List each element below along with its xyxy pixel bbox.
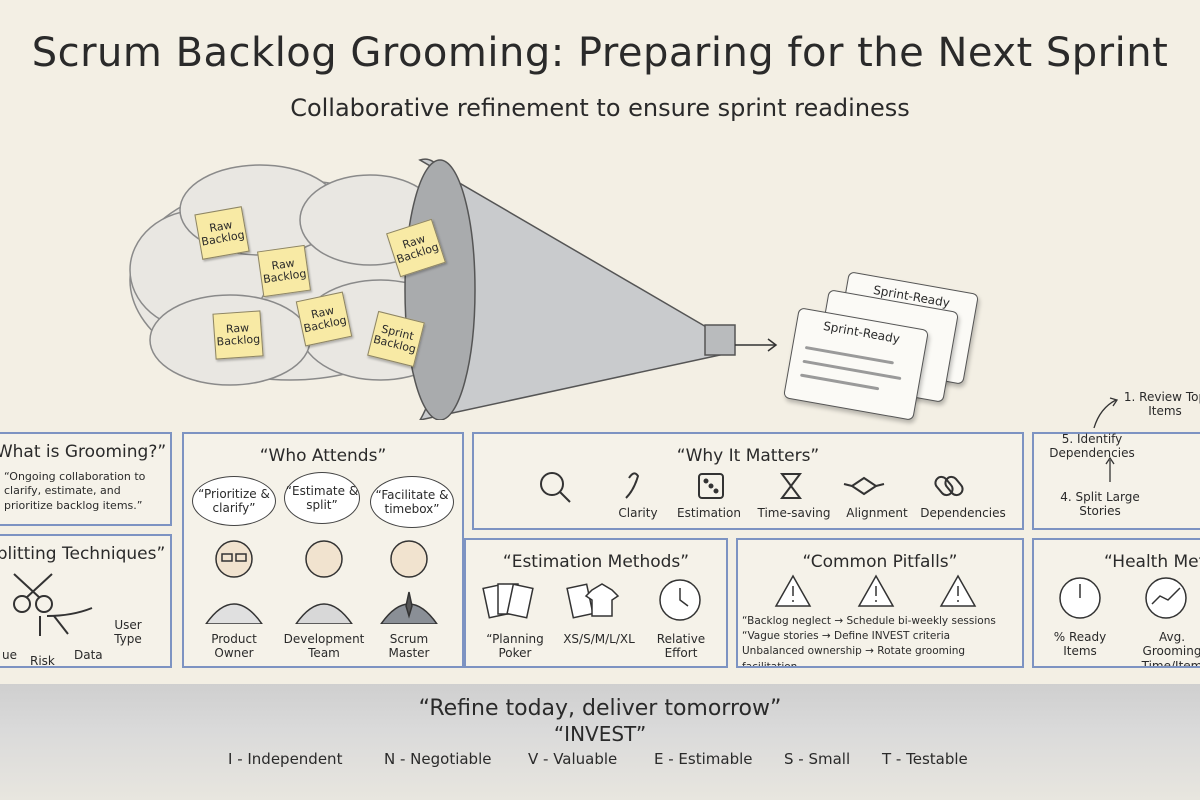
role-label: Development Team: [283, 632, 365, 661]
split-label: Risk: [30, 654, 55, 668]
page-subtitle: Collaborative refinement to ensure sprin…: [290, 94, 910, 122]
footer-quote: “Refine today, deliver tomorrow”: [418, 696, 782, 721]
estimation-label: XS/S/M/L/XL: [563, 632, 635, 646]
estimation-methods-panel: “Estimation Methods” “Planning Poker XS/…: [464, 538, 728, 668]
sticky-note: Raw Backlog: [257, 244, 311, 298]
link-icon: [934, 475, 964, 497]
split-label: User Type: [114, 618, 142, 647]
invest-title: “INVEST”: [553, 722, 647, 746]
warning-icon: [774, 574, 812, 607]
speech-bubble: “Prioritize & clarify”: [192, 476, 276, 526]
common-pitfalls-panel: “Common Pitfalls” “Backlog neglect → Sch…: [736, 538, 1024, 668]
invest-item: N - Negotiable: [384, 750, 492, 768]
clock-icon: [659, 579, 701, 621]
why-label: Clarity: [618, 506, 658, 520]
panel-title: plitting Techniques”: [0, 544, 166, 564]
handshake-icon: [843, 476, 885, 496]
panel-title: “Who Attends”: [259, 446, 387, 466]
health-metrics-panel: “Health Met % Ready Items Avg. Grooming …: [1032, 538, 1200, 668]
clarity-icon: [625, 472, 640, 499]
pitfall-item: Unbalanced ownership → Rotate grooming f…: [742, 645, 966, 668]
warning-icon: [857, 574, 895, 607]
why-label: Time-saving: [757, 506, 831, 520]
invest-item: T - Testable: [882, 750, 968, 768]
funnel-shape: [404, 158, 736, 420]
role-label: Product Owner: [211, 632, 257, 661]
why-it-matters-panel: “Why It Matters” Clarity Estimation Time…: [472, 432, 1024, 530]
sticky-note: Raw Backlog: [295, 291, 353, 347]
sticky-note: Raw Backlog: [212, 310, 264, 360]
dice-icon: [698, 473, 724, 499]
panel-text: “Ongoing collaboration to clarify, estim…: [4, 470, 146, 512]
what-is-grooming-panel: What is Grooming?” “Ongoing collaboratio…: [0, 432, 172, 526]
page-title: Scrum Backlog Grooming: Preparing for th…: [31, 30, 1169, 76]
warning-icon: [939, 574, 977, 607]
who-attends-panel: “Who Attends” “Prioritize & clarify” “Es…: [182, 432, 464, 668]
cycle-step: 4. Split Large Stories: [1060, 490, 1140, 519]
why-label: Dependencies: [920, 506, 1006, 520]
health-icons: [1059, 577, 1187, 619]
panel-title: What is Grooming?”: [0, 442, 167, 462]
speech-bubble: “Facilitate & timebox”: [370, 476, 454, 528]
development-team-icon: [295, 540, 353, 624]
estimation-label: Relative Effort: [656, 632, 706, 661]
footer-banner: [0, 684, 1200, 800]
pitfalls-list: “Backlog neglect → Schedule bi-weekly se…: [742, 614, 1022, 668]
why-label: Alignment: [846, 506, 908, 520]
warning-icons: [774, 574, 977, 607]
role-label: Scrum Master: [388, 632, 430, 661]
cycle-arrow-icon: [1093, 399, 1117, 429]
split-label: Data: [74, 648, 103, 662]
pitfall-item: “Backlog neglect → Schedule bi-weekly se…: [742, 615, 996, 627]
split-label: ue: [2, 648, 17, 662]
trend-chart-icon: [1145, 577, 1187, 619]
why-icons: [540, 472, 964, 503]
splitting-techniques-panel: plitting Techniques” ue Risk Data User T…: [0, 534, 172, 668]
grooming-cycle-panel: [1032, 432, 1200, 530]
tshirt-icon: [566, 583, 620, 619]
speech-bubble: “Estimate & split”: [284, 472, 360, 524]
cycle-step: 1. Review Top Items: [1123, 390, 1200, 419]
invest-item: E - Estimable: [654, 750, 753, 768]
health-label: Avg. Grooming Time/Item: [1141, 630, 1200, 668]
panel-title: “Health Met: [1104, 552, 1200, 572]
why-label: Estimation: [677, 506, 741, 520]
cycle-arrows: [1093, 397, 1119, 482]
estimation-icons: [482, 579, 701, 621]
scrum-master-icon: [380, 540, 438, 624]
estimation-label: “Planning Poker: [486, 632, 544, 661]
flow-arrow-icon: [735, 338, 778, 352]
panel-title: “Why It Matters”: [676, 446, 820, 466]
magnifier-icon: [540, 472, 571, 503]
invest-item: S - Small: [784, 750, 851, 768]
cards-icon: [482, 583, 534, 619]
gauge-icon: [1059, 577, 1101, 619]
hourglass-icon: [780, 473, 802, 499]
health-label: % Ready Items: [1053, 630, 1107, 659]
panel-title: “Common Pitfalls”: [802, 552, 958, 572]
cycle-step: 5. Identify Dependencies: [1049, 432, 1135, 461]
people-illustration: [205, 540, 438, 624]
invest-item: I - Independent: [228, 750, 343, 768]
panel-title: “Estimation Methods”: [502, 552, 690, 572]
invest-item: V - Valuable: [528, 750, 618, 768]
sticky-note: Raw Backlog: [194, 206, 250, 260]
scissors-icon: [13, 573, 93, 636]
pitfall-item: “Vague stories → Define INVEST criteria: [742, 630, 951, 643]
product-owner-icon: [205, 540, 263, 624]
